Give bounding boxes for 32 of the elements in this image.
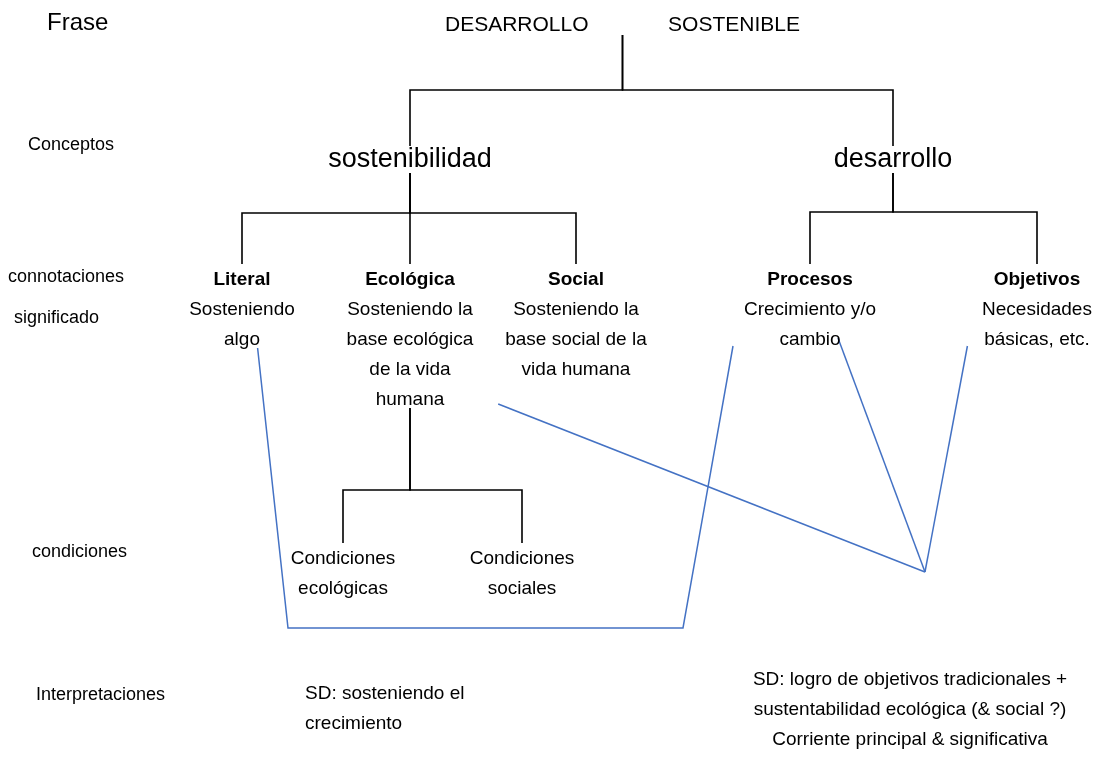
row-label: condiciones: [32, 541, 128, 562]
phrase-heading: DESARROLLO: [445, 11, 589, 37]
category-heading: Ecológica: [364, 267, 456, 291]
description-text: Sosteniendo algo: [188, 297, 296, 351]
description-text: Sosteniendo la base social de la vida humana: [504, 297, 648, 381]
node-text: SD: sosteniendo el crecimiento: [305, 681, 466, 735]
tree-connector: [409, 407, 523, 544]
category-heading: Social: [547, 267, 605, 291]
category-heading: Procesos: [766, 267, 854, 291]
phrase-heading: SOSTENIBLE: [668, 11, 800, 37]
description-text: Crecimiento y/o cambio: [743, 297, 877, 351]
concept-heading: sostenibilidad: [327, 142, 493, 175]
row-label: connotaciones: [8, 266, 125, 287]
tree-connector: [892, 172, 1038, 265]
row-label: Conceptos: [28, 134, 115, 155]
tree-connector: [409, 172, 577, 265]
category-heading: Objetivos: [992, 267, 1082, 291]
tree-connector: [621, 34, 894, 147]
concept-heading: desarrollo: [832, 142, 954, 175]
row-label: significado: [14, 307, 100, 328]
connector-line: [924, 345, 969, 573]
category-heading: Literal: [212, 267, 272, 291]
description-text: Sosteniendo la base ecológica de la vida humana: [345, 297, 475, 411]
node-text: SD: logro de objetivos tradicionales + sustentabilidad ecológica (& social ?): [751, 667, 1069, 721]
description-text: Necesidades básicas, etc.: [981, 297, 1093, 351]
connector-line: [497, 403, 926, 573]
node-text: Condiciones sociales: [468, 546, 576, 600]
node-text: Condiciones ecológicas: [289, 546, 397, 600]
row-label: Interpretaciones: [36, 684, 166, 705]
connector-line: [256, 345, 734, 629]
row-label: Frase: [47, 8, 109, 36]
node-text: Corriente principal & significativa: [771, 727, 1049, 751]
